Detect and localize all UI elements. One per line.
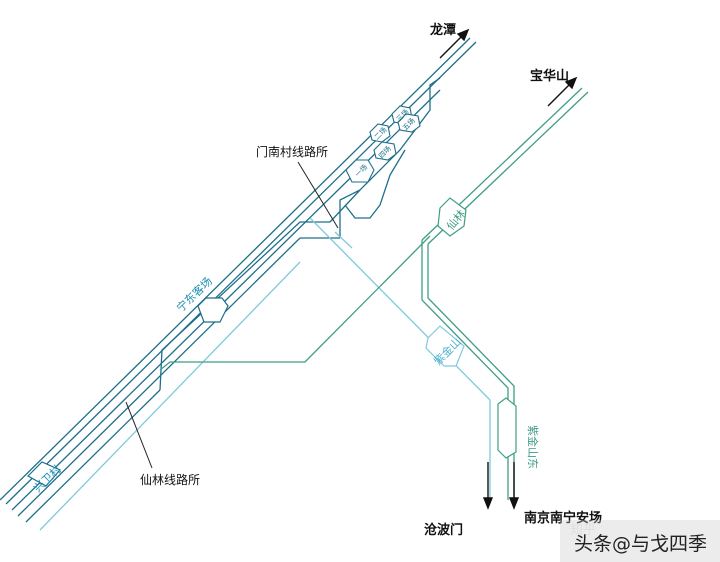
station-zijinshan-east	[497, 397, 517, 459]
yard-blocks	[345, 105, 421, 183]
label-xianlin-junction: 仙林线路所	[140, 472, 200, 487]
label-nanjing-nanning: 南京南宁安场	[524, 510, 602, 526]
watermark: 知乎 头条@与戈四季	[560, 520, 720, 562]
station-zijinshan	[425, 325, 465, 367]
label-zijinshan-east: 紫金山东	[526, 425, 540, 469]
watermark-text: 头条@与戈四季	[574, 533, 707, 555]
yard-block-5	[397, 113, 421, 133]
yard-block-4	[373, 141, 397, 161]
yard-block-2	[369, 123, 391, 143]
station-xianlin	[437, 197, 467, 237]
yard-block-1	[345, 159, 375, 183]
watermark-brand: 知乎	[570, 522, 596, 538]
callout-leaders	[125, 161, 339, 469]
station-xinweicun	[27, 461, 61, 487]
label-baohuashan: 宝华山	[530, 68, 569, 84]
station-ningdong	[197, 297, 229, 323]
label-longtan: 龙潭	[430, 22, 456, 38]
label-mennancun-junction: 门南村线路所	[256, 144, 328, 159]
label-cangbomen: 沧波门	[424, 522, 463, 538]
connector-light	[39, 217, 491, 531]
direction-arrows	[439, 28, 578, 510]
